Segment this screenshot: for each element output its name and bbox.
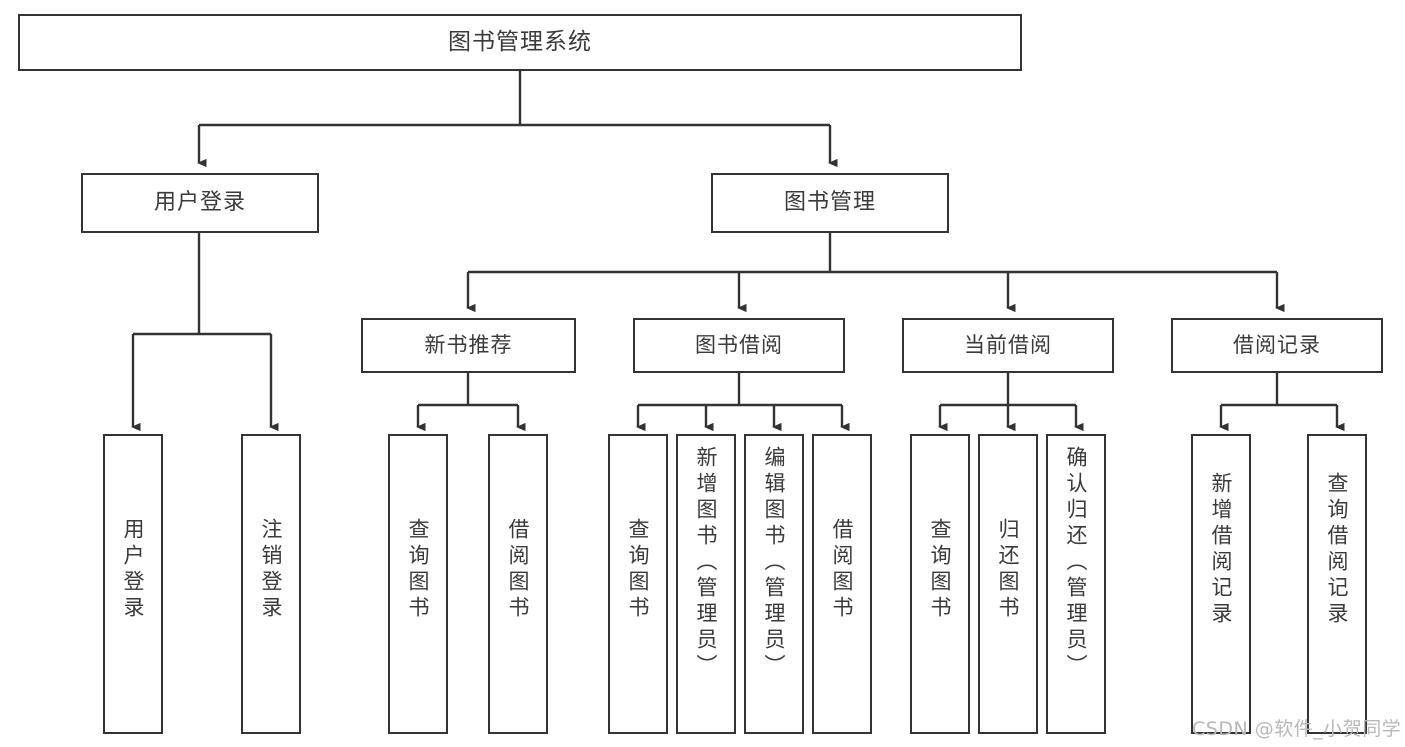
leaf-user-login-login[interactable]: 用户登录 [103,434,163,734]
node-book-management[interactable]: 图书管理 [711,173,949,233]
node-user-login[interactable]: 用户登录 [81,173,319,233]
leaf-user-login-logout[interactable]: 注销登录 [241,434,301,734]
leaf-label: 确认归还（管理员） [1064,446,1089,680]
leaf-current-borrow-confirm-return-admin[interactable]: 确认归还（管理员） [1046,434,1106,734]
node-label: 图书管理系统 [448,29,592,56]
leaf-label: 新增图书（管理员） [694,446,719,680]
node-root-book-management-system[interactable]: 图书管理系统 [18,14,1022,71]
leaf-current-borrow-query-books[interactable]: 查询图书 [910,434,970,734]
leaf-label: 查询图书 [406,518,431,622]
leaf-label: 注销登录 [259,518,284,622]
leaf-label: 查询借阅记录 [1325,472,1350,628]
node-label: 新书推荐 [424,333,513,358]
leaf-label: 借阅图书 [830,518,855,622]
watermark-text: CSDN @软件_小贺同学 [1192,718,1402,740]
leaf-book-borrow-add-book-admin[interactable]: 新增图书（管理员） [676,434,736,734]
leaf-book-borrow-borrow-books[interactable]: 借阅图书 [812,434,872,734]
leaf-current-borrow-return-books[interactable]: 归还图书 [978,434,1038,734]
node-label: 当前借阅 [964,333,1052,358]
node-new-book-recommendation[interactable]: 新书推荐 [361,318,576,373]
leaf-new-book-query-books[interactable]: 查询图书 [388,434,448,734]
leaf-book-borrow-query-books[interactable]: 查询图书 [608,434,668,734]
csdn-watermark: CSDN @软件_小贺同学 [1192,714,1401,741]
leaf-label: 编辑图书（管理员） [762,446,787,680]
leaf-label: 查询图书 [928,518,953,622]
leaf-label: 查询图书 [626,518,651,622]
node-label: 图书借阅 [695,333,783,358]
node-book-borrow[interactable]: 图书借阅 [633,318,845,373]
leaf-label: 新增借阅记录 [1209,472,1234,628]
node-label: 图书管理 [783,190,876,216]
node-label: 借阅记录 [1233,333,1321,358]
node-label: 用户登录 [153,190,246,216]
leaf-book-borrow-edit-book-admin[interactable]: 编辑图书（管理员） [744,434,804,734]
leaf-new-book-borrow-books[interactable]: 借阅图书 [488,434,548,734]
leaf-label: 借阅图书 [506,518,531,622]
leaf-borrow-record-query-record[interactable]: 查询借阅记录 [1307,434,1367,734]
node-borrow-record[interactable]: 借阅记录 [1171,318,1383,373]
leaf-label: 用户登录 [121,518,146,622]
node-current-borrow[interactable]: 当前借阅 [902,318,1114,373]
leaf-label: 归还图书 [996,518,1021,622]
leaf-borrow-record-add-record[interactable]: 新增借阅记录 [1191,434,1251,734]
